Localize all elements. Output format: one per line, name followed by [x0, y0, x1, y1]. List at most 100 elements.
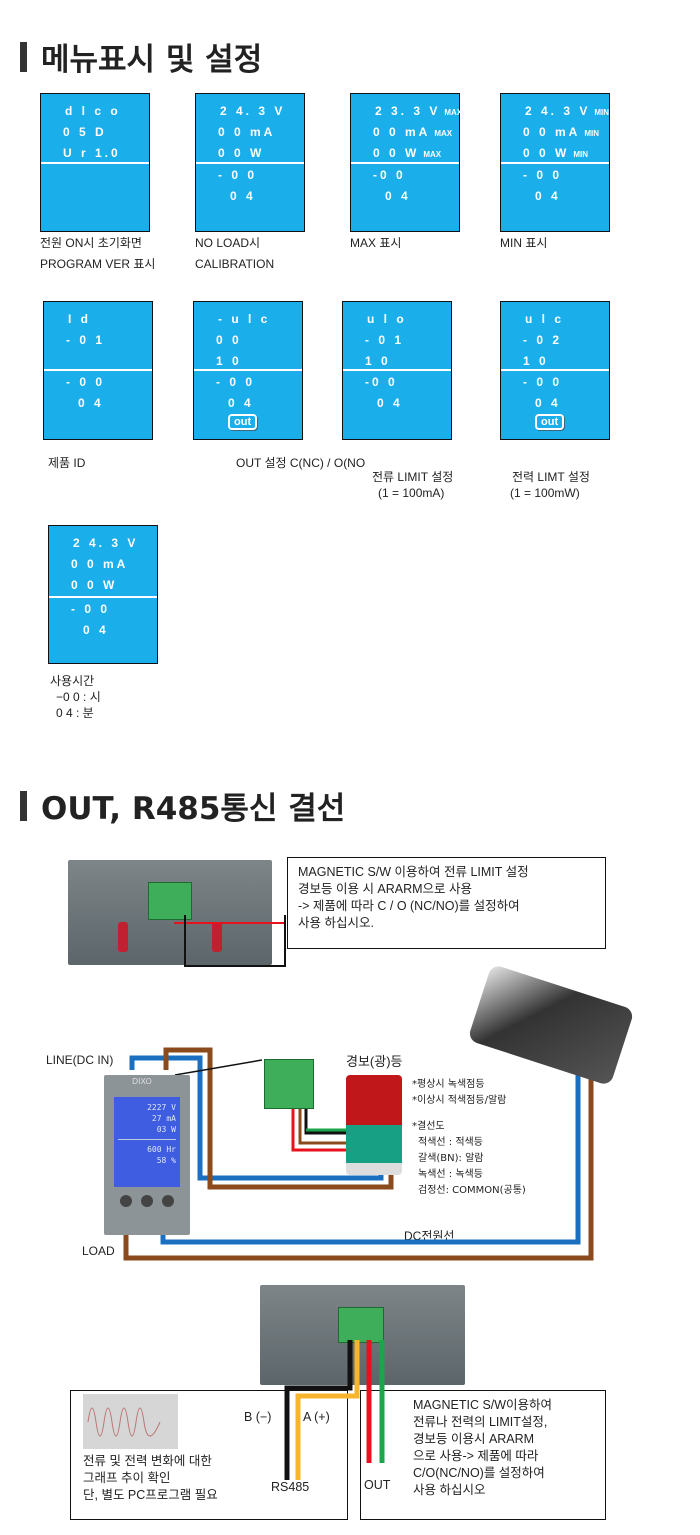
lcd-line: - 0 0: [71, 602, 111, 616]
caption-line: (1 = 100mW): [510, 486, 580, 500]
brown-dc-wire: [163, 1047, 394, 1190]
caption-out-setting: OUT 설정 C(NC) / O(NO: [236, 456, 366, 470]
device-brand: DIXO: [132, 1077, 152, 1086]
caption-line: MAX 표시: [350, 236, 402, 250]
desc-line: 사용 하십시오: [413, 1483, 486, 1497]
display-line: 2227 V: [147, 1103, 176, 1112]
heading-text: OUT, R485통신 결선: [41, 791, 346, 827]
lcd-text: 0 0 W: [373, 146, 420, 160]
note-line: 갈색(BN): 알람: [418, 1153, 484, 1164]
caption-line: NO LOAD시: [195, 236, 261, 250]
lcd-line: 0 4: [78, 396, 104, 410]
terminal-lug: [212, 922, 222, 952]
lcd-line: 0 4: [228, 396, 254, 410]
desc-line: 단, 별도 PC프로그램 필요: [83, 1488, 218, 1502]
device-button[interactable]: [141, 1195, 153, 1207]
graph-thumbnail: [83, 1394, 178, 1449]
caption-product-id: 제품 ID: [48, 456, 86, 470]
lcd-line: 0 4: [535, 396, 561, 410]
desc-line: 경보등 이용시 ARARM: [413, 1432, 535, 1446]
lcd-text: 0 5 D: [63, 125, 107, 139]
caption-line: 0 4 : 분: [56, 706, 94, 720]
lcd-line: - 0 2: [523, 333, 562, 347]
heading-text: 메뉴표시 및 설정: [41, 42, 263, 78]
lcd-line: 0 0 mA: [71, 557, 128, 571]
lcd-divider: [44, 369, 152, 371]
lcd-text: - 0 1: [365, 333, 405, 347]
lcd-line: - 0 0: [523, 375, 563, 389]
caption-line: −0 0 : 시: [56, 690, 101, 704]
display-line: 58 %: [156, 1156, 176, 1165]
lcd-line: 0 4: [535, 189, 561, 203]
label-load: LOAD: [82, 1244, 115, 1258]
lcd-text: 0 0 mA: [71, 557, 129, 571]
lcd-text: u l c: [525, 312, 565, 326]
lcd-text: 0 0 W: [218, 146, 265, 160]
note-line: MAGNETIC S/W 이용하여 전류 LIMIT 설정: [298, 865, 529, 879]
lcd-line: u l o: [367, 312, 407, 326]
note-line: *평상시 녹색점등: [412, 1079, 485, 1090]
lcd-line: 2 4. 3 V: [73, 536, 138, 550]
lcd-line: I d: [68, 312, 91, 326]
terminal-block: [148, 882, 192, 920]
device-button[interactable]: [162, 1195, 174, 1207]
desc-line: 전류나 전력의 LIMIT설정,: [413, 1415, 548, 1429]
lcd-caption: NO LOAD시 CALIBRATION: [195, 233, 274, 275]
lcd-suffix: MIN: [584, 129, 600, 138]
lcd-suffix: MAX: [444, 108, 463, 117]
lcd-text: - u l c: [218, 312, 271, 326]
device-terminal-photo: [68, 860, 272, 965]
lcd-line: - 0 0: [218, 168, 258, 182]
lcd-line: 0 0 W: [218, 146, 264, 160]
note-line: 경보등 이용 시 ARARM으로 사용: [298, 882, 473, 896]
desc-line: C/O(NC/NO)를 설정하여: [413, 1466, 545, 1480]
lcd-text: 2 4. 3 V: [220, 104, 286, 118]
caption-current-limit: 전류 LIMIT 설정(1 = 100mA): [372, 469, 453, 501]
desc-line: 전류 및 전력 변화에 대한: [83, 1454, 212, 1468]
lcd-line: 0 4: [385, 189, 411, 203]
note-line: *결선도: [412, 1121, 445, 1132]
caption-line: MIN 표시: [500, 236, 548, 250]
caption-line: CALIBRATION: [195, 257, 275, 271]
terminal-block-photo: [264, 1059, 314, 1109]
lcd-text: 0 0: [216, 333, 242, 347]
lcd-line: 2 4. 3 V: [220, 104, 285, 118]
display-line: 600 Hr: [118, 1139, 176, 1155]
lcd-line: 0 0 mA: [218, 125, 275, 139]
label-line-in: LINE(DC IN): [46, 1053, 114, 1067]
lcd-line: -0 0: [373, 168, 406, 182]
note-line: 사용 하십시오.: [298, 916, 374, 930]
out-badge: out: [228, 414, 258, 430]
lcd-line: - 0 1: [365, 333, 404, 347]
lcd-text: 0 0 W: [523, 146, 570, 160]
desc-line: 그래프 추이 확인: [83, 1471, 171, 1485]
lcd-line: u l c: [525, 312, 564, 326]
caption-line: 전류 LIMIT 설정: [372, 470, 454, 484]
device-button[interactable]: [120, 1195, 132, 1207]
desc-line: MAGNETIC S/W이용하여: [413, 1398, 553, 1412]
note-line: 녹색선 : 녹색등: [418, 1169, 483, 1180]
terminal-block: [338, 1307, 384, 1343]
lcd-text: 0 0 W: [71, 578, 118, 592]
lcd-suffix: MIN: [573, 150, 589, 159]
rs485-wires: [284, 1340, 385, 1480]
lcd-line: 0 0: [216, 333, 242, 347]
lcd-line: - 0 0: [66, 375, 106, 389]
lcd-suffix: MIN: [594, 108, 610, 117]
lcd-divider: [501, 369, 609, 371]
